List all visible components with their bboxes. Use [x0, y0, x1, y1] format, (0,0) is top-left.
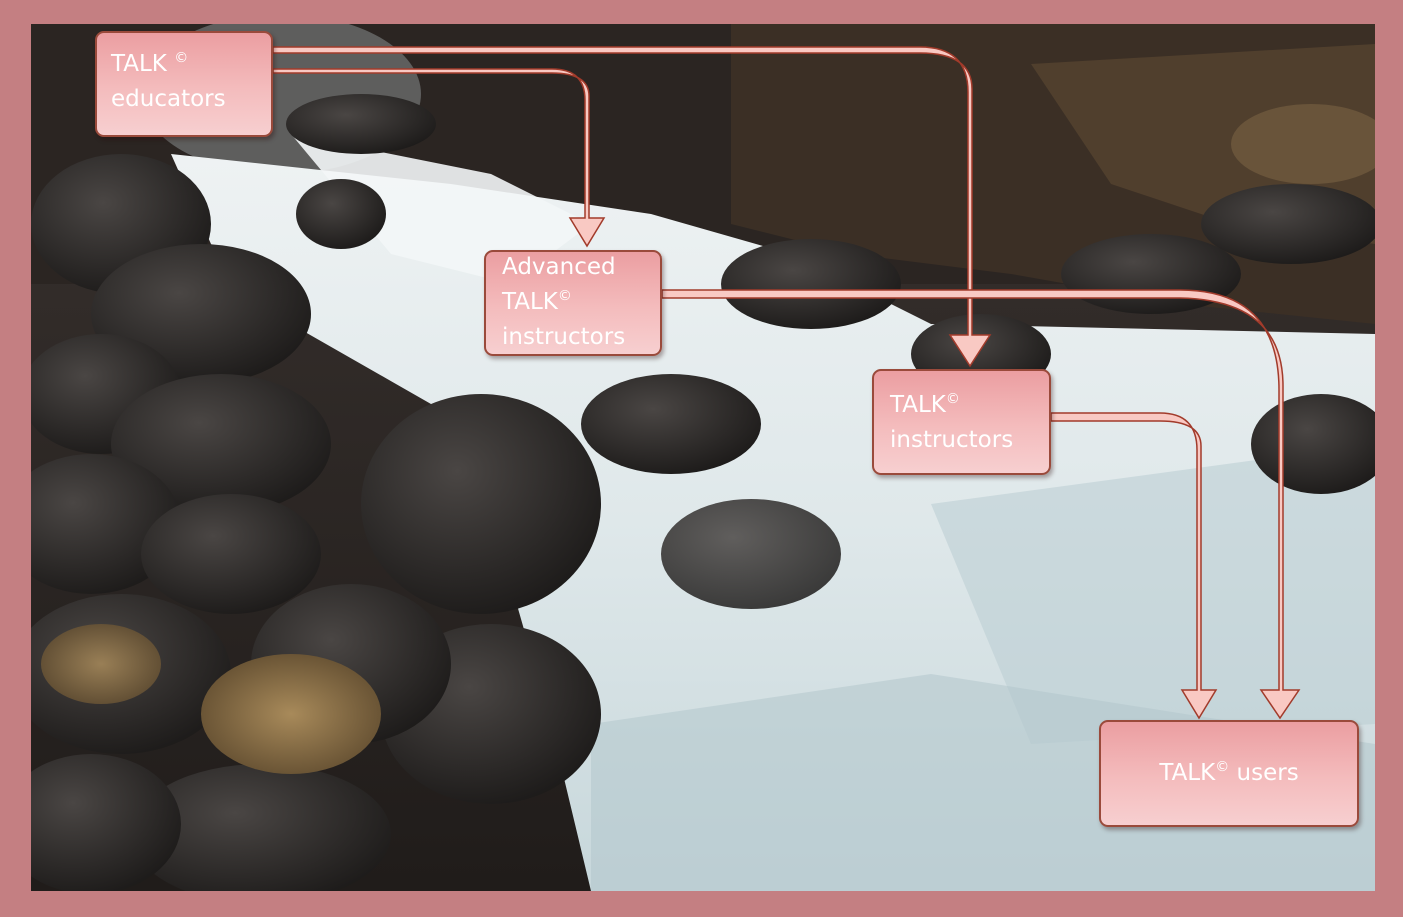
- arrow-advanced-to-users: [661, 289, 1301, 720]
- node-talk-educators: TALK © educators: [95, 31, 273, 137]
- node-advanced-talk-instructors: Advanced TALK© instructors: [484, 250, 662, 356]
- node-users-label: TALK© users: [1159, 759, 1299, 786]
- node-advanced-line2: TALK©: [502, 288, 572, 315]
- arrow-educators-to-instructors: [272, 46, 992, 368]
- node-instructors-line2: instructors: [890, 427, 1014, 453]
- arrow-educators-to-advanced: [272, 68, 606, 248]
- node-advanced-line1: Advanced: [502, 254, 616, 280]
- waterfall-photo: [31, 24, 1375, 891]
- node-educators-line2: educators: [111, 86, 226, 112]
- node-talk-instructors: TALK© instructors: [872, 369, 1051, 475]
- node-advanced-line3: instructors: [502, 324, 626, 350]
- node-educators-line1: TALK ©: [111, 50, 189, 77]
- arrow-instructors-to-users: [1050, 412, 1218, 720]
- node-instructors-line1: TALK©: [890, 391, 960, 418]
- node-talk-users: TALK© users: [1099, 720, 1359, 827]
